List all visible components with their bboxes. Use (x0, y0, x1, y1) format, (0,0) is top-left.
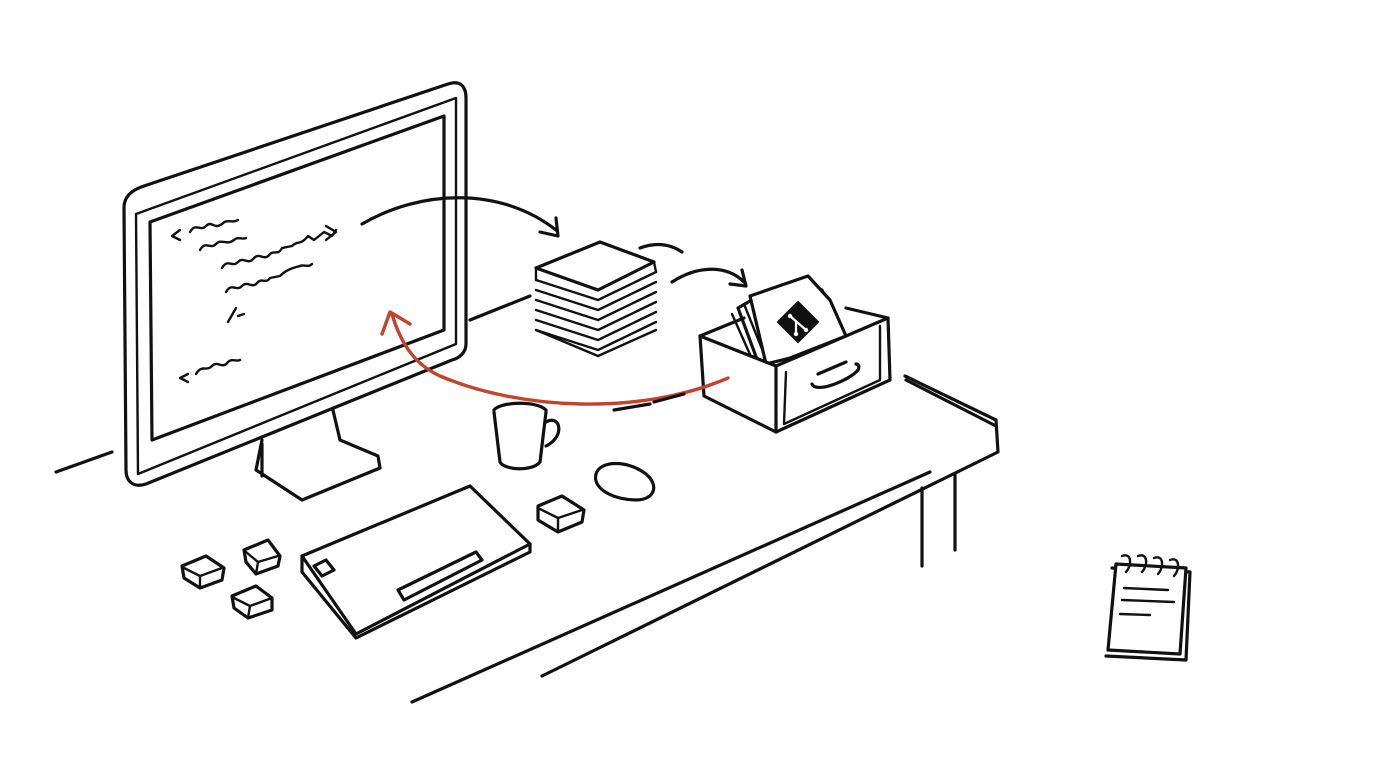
keycap-icon (242, 538, 282, 576)
coffee-mug-icon (492, 401, 561, 471)
code-lines-icon (170, 218, 338, 384)
keycap-icon (536, 494, 586, 534)
git-logo-icon (777, 301, 819, 343)
keycap-icon (230, 584, 274, 620)
notepad-icon (1104, 554, 1192, 662)
keyboard-icon (300, 484, 532, 640)
monitor-icon (122, 81, 468, 502)
keycap-icon (180, 554, 226, 590)
mouse-icon (594, 462, 656, 502)
desk (54, 294, 1000, 704)
return-arrow (380, 310, 730, 412)
workflow-arrows (360, 196, 748, 288)
file-stack-icon (534, 240, 658, 358)
archive-drawer-icon (698, 274, 892, 434)
